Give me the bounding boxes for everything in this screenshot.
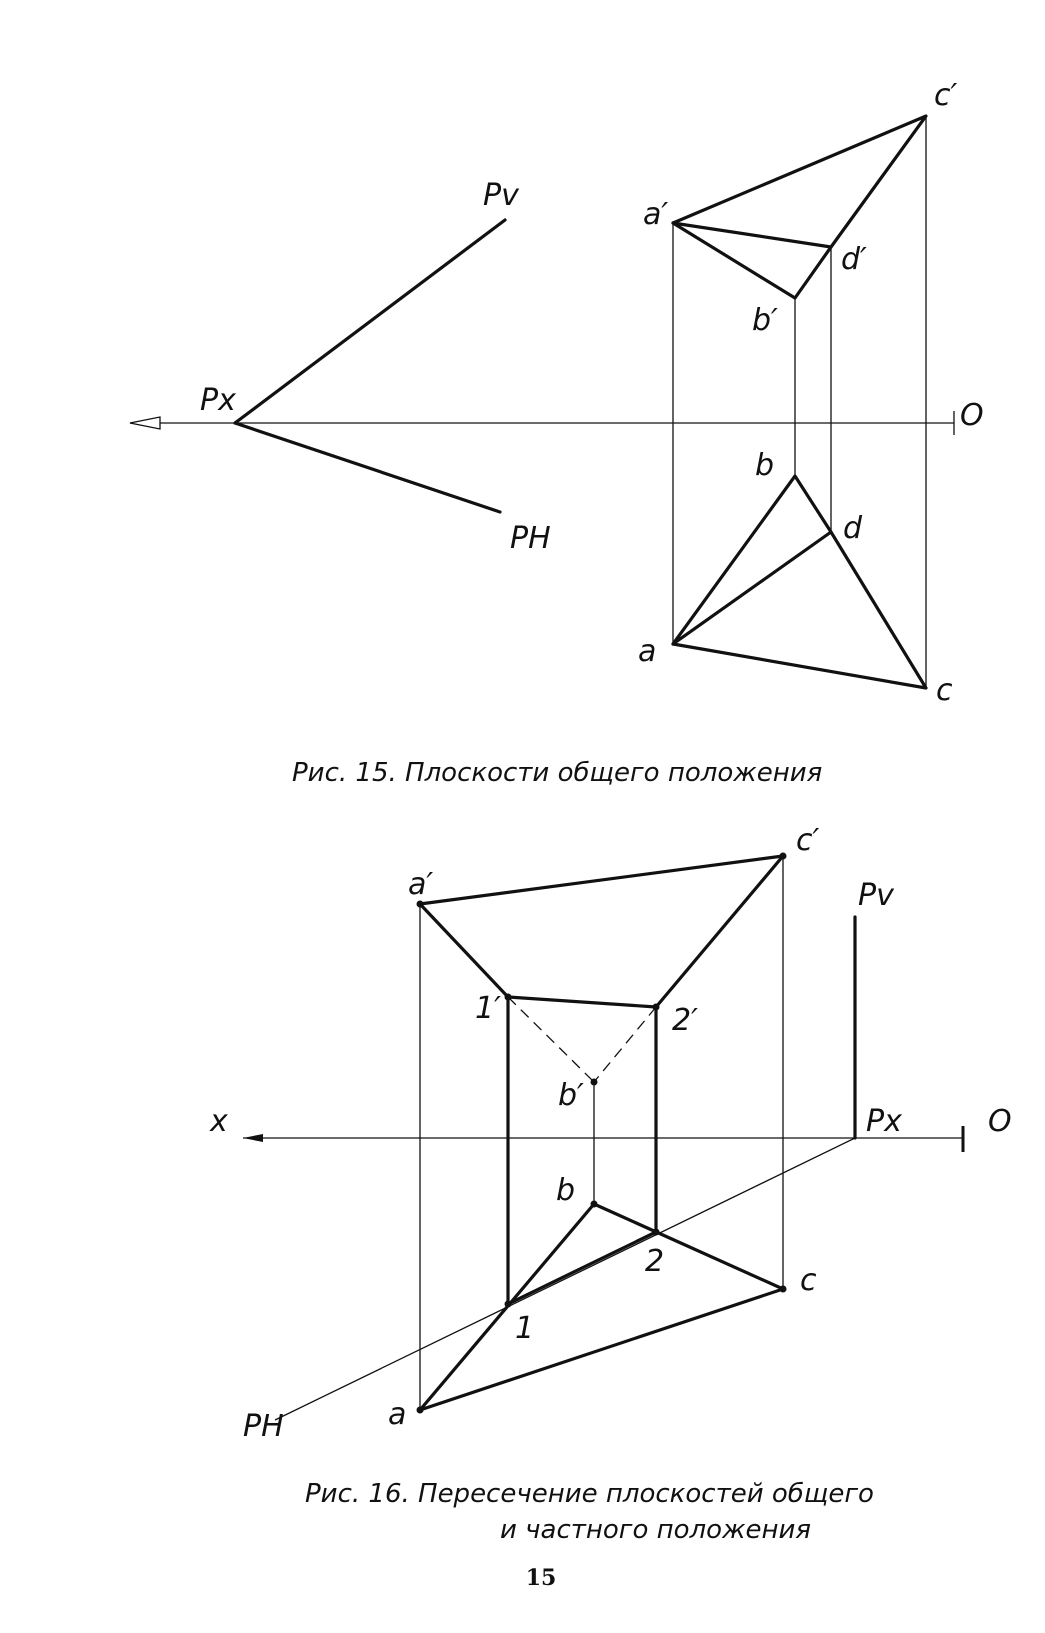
fig16-label-c-prime: c′ xyxy=(796,823,819,858)
fig16-point-c-prime xyxy=(779,852,787,860)
fig16-label-a: a xyxy=(388,1397,406,1432)
fig16-axis-arrow xyxy=(243,1134,263,1142)
fig16-line-a-1-prime xyxy=(418,902,510,999)
fig16-label-x: x xyxy=(209,1104,228,1139)
fig16-line-a-c-prime xyxy=(418,854,785,906)
fig16-point-a-prime xyxy=(416,900,424,908)
fig15-label-b: b xyxy=(755,448,774,483)
fig15-label-d-prime: d′ xyxy=(841,242,867,277)
fig15-label-c: c xyxy=(936,673,953,708)
fig16-point-2 xyxy=(652,1228,660,1236)
fig16-point-b-prime xyxy=(590,1078,598,1086)
figure-16: x O Pv Px PH a′ c′ 1′ 2′ b′ b 2 c 1 a Ри… xyxy=(209,823,1012,1545)
fig16-label-1: 1 xyxy=(515,1311,534,1346)
fig16-line-1-2 xyxy=(506,1230,658,1306)
fig16-label-pv: Pv xyxy=(858,878,895,913)
fig16-label-c: c xyxy=(800,1263,817,1298)
fig16-point-b xyxy=(590,1200,598,1208)
fig16-point-a xyxy=(416,1406,424,1414)
fig16-label-ph: PH xyxy=(243,1409,284,1444)
fig15-label-c-prime: c′ xyxy=(934,78,957,113)
fig15-frontal-projection xyxy=(671,114,928,300)
fig16-point-2-prime xyxy=(652,1003,660,1011)
fig16-line-b-c xyxy=(592,1202,785,1291)
fig16-line-c-a xyxy=(418,1287,785,1412)
fig16-label-1-prime: 1′ xyxy=(475,991,501,1026)
fig16-hidden-2-b-prime xyxy=(593,1006,657,1083)
fig15-label-o: O xyxy=(960,398,984,433)
fig16-point-1 xyxy=(504,1300,512,1308)
fig16-label-b-prime: b′ xyxy=(558,1078,584,1113)
fig15-label-b-prime: b′ xyxy=(752,303,778,338)
fig15-label-pv: Pv xyxy=(483,178,520,213)
fig15-trace-ph xyxy=(233,421,502,514)
fig15-line-a-d-prime xyxy=(671,221,833,249)
figure-15: Pv Px PH O a′ b′ c′ d′ b d a c Рис. 15. … xyxy=(129,78,984,788)
fig15-label-px: Px xyxy=(200,383,236,418)
fig15-horizontal-projection xyxy=(671,474,928,690)
fig16-point-1-prime xyxy=(504,993,512,1001)
fig16-label-2: 2 xyxy=(645,1244,664,1279)
fig15-line-a-d xyxy=(671,530,833,646)
fig15-trace-pv xyxy=(233,218,507,425)
fig15-label-a: a xyxy=(638,634,656,669)
fig16-line-c-2-prime xyxy=(654,854,785,1009)
fig16-trace-ph xyxy=(274,1137,856,1421)
fig16-line-1-2-prime xyxy=(506,995,658,1009)
fig16-caption-line2: и частного положения xyxy=(500,1515,811,1545)
fig16-label-2-prime: 2′ xyxy=(672,1003,698,1038)
fig16-point-c xyxy=(779,1285,787,1293)
fig15-label-d: d xyxy=(843,511,863,546)
fig15-label-a-prime: a′ xyxy=(643,197,668,232)
fig16-label-b: b xyxy=(556,1173,575,1208)
fig16-label-a-prime: a′ xyxy=(408,867,433,902)
fig15-axis-arrow xyxy=(129,416,161,430)
fig16-label-o: O xyxy=(988,1104,1012,1139)
fig16-caption-line1: Рис. 16. Пересечение плоскостей общего xyxy=(305,1479,874,1509)
fig16-hidden-1-b-prime xyxy=(507,996,595,1083)
fig16-label-px: Px xyxy=(866,1104,902,1139)
page-number: 15 xyxy=(526,1565,557,1591)
fig15-label-ph: PH xyxy=(510,521,551,556)
fig15-caption: Рис. 15. Плоскости общего положения xyxy=(292,758,822,788)
